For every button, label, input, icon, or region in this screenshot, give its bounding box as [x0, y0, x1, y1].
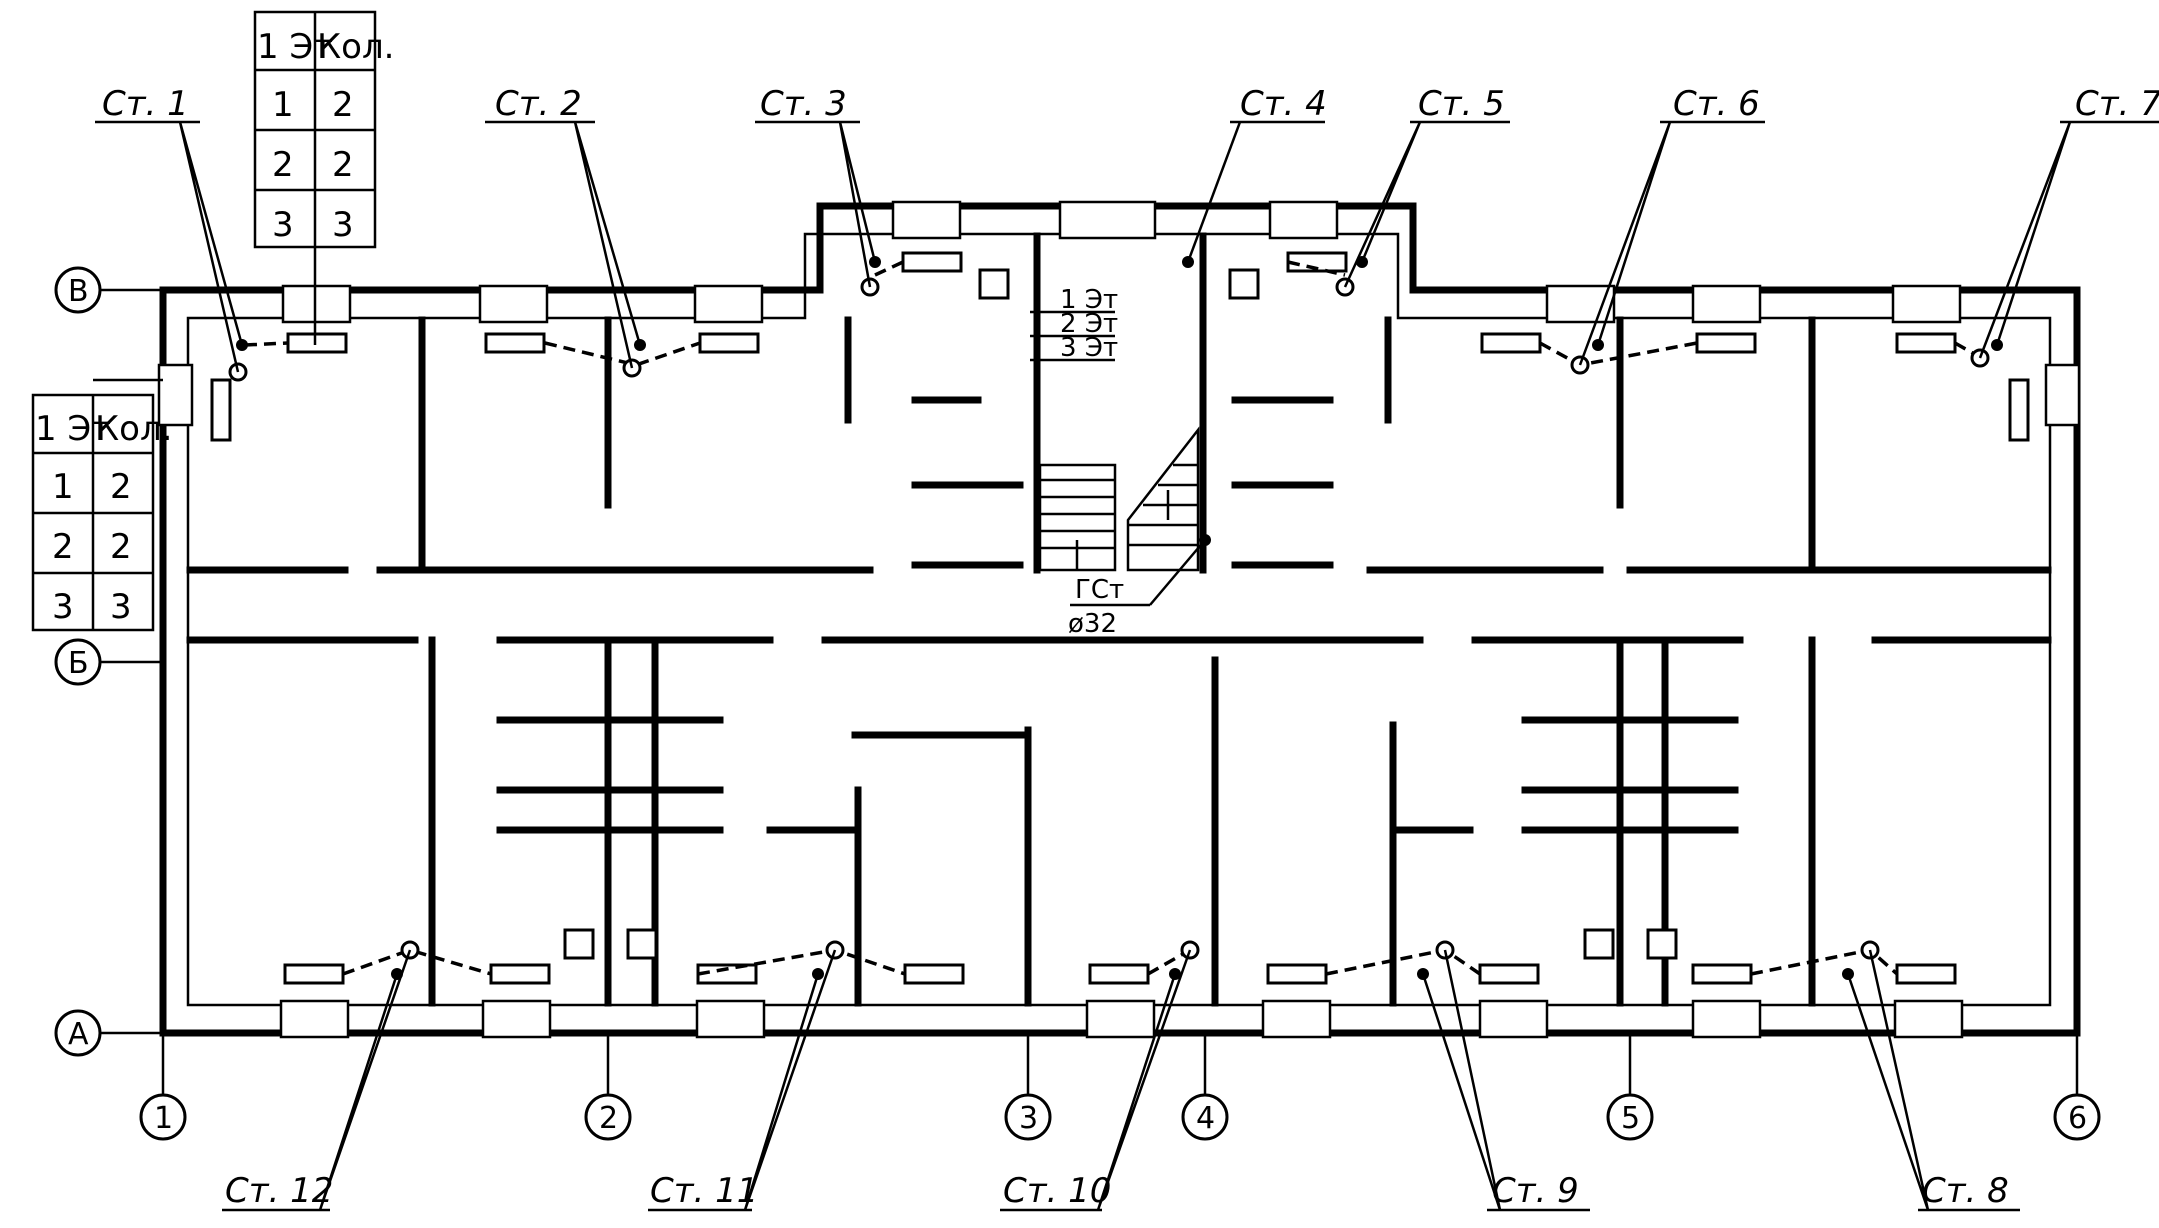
floor-table-left: 1 Эт Кол. 1 2 2 2 3 3	[31, 378, 172, 632]
axis-num-3: 3	[1019, 1101, 1038, 1136]
label-st10: Ст. 10	[1003, 1171, 1111, 1211]
label-st9: Ст. 9	[1492, 1171, 1579, 1211]
label-st2: Ст. 2	[495, 84, 582, 124]
label-st6: Ст. 6	[1673, 84, 1760, 124]
axis-num-6: 6	[2068, 1101, 2087, 1136]
gas-riser-label: ГСт	[1075, 575, 1124, 605]
label-st11: Ст. 11	[650, 1171, 758, 1211]
table-top-r2c1: 2	[272, 145, 294, 185]
grid-axes: В Б А 1 2 3 4 5 6	[54, 266, 2101, 1141]
outer-walls	[159, 202, 2081, 1037]
table-top-h1: 1 Эт	[257, 27, 333, 67]
table-top-r1c2: 2	[332, 85, 354, 125]
table-top-r2c2: 2	[332, 145, 354, 185]
table-top-r3c2: 3	[332, 205, 354, 245]
floor-marks: 1 Эт 2 Эт 3 Эт	[1030, 285, 1118, 363]
axis-num-2: 2	[599, 1101, 618, 1136]
label-st12: Ст. 12	[225, 1171, 333, 1211]
leader-lines	[95, 120, 2159, 1212]
label-st4: Ст. 4	[1240, 84, 1327, 124]
label-st3: Ст. 3	[760, 84, 847, 124]
gas-riser-diameter: ø32	[1068, 609, 1117, 639]
table-left-r2c2: 2	[110, 527, 132, 567]
axis-letter-B: Б	[68, 646, 89, 681]
axis-num-4: 4	[1196, 1101, 1215, 1136]
floor-table-top: 1 Эт Кол. 1 2 2 2 3 3	[253, 10, 394, 345]
table-left-r2c1: 2	[52, 527, 74, 567]
label-st5: Ст. 5	[1418, 84, 1505, 124]
sanitary-fixtures	[210, 251, 2030, 985]
label-st7: Ст. 7	[2075, 84, 2159, 124]
label-st8: Ст. 8	[1922, 1171, 2009, 1211]
interior-walls	[186, 232, 2052, 1007]
table-left-h1: 1 Эт	[35, 409, 111, 449]
table-left-r1c2: 2	[110, 467, 132, 507]
table-top-h2: Кол.	[317, 27, 394, 67]
table-top-r1c1: 1	[272, 85, 294, 125]
label-st1: Ст. 1	[102, 84, 189, 124]
floor-mark-1: 1 Эт	[1060, 285, 1118, 315]
windows	[157, 200, 2081, 1039]
table-top-r3c1: 3	[272, 205, 294, 245]
floor-mark-2: 2 Эт	[1060, 309, 1118, 339]
table-left-r3c1: 3	[52, 587, 74, 627]
axis-letter-A: А	[68, 1017, 89, 1052]
table-left-r3c2: 3	[110, 587, 132, 627]
riser-labels: Ст. 1 Ст. 2 Ст. 3 Ст. 4 Ст. 5 Ст. 6 Ст. …	[102, 84, 2159, 1211]
table-left-h2: Кол.	[95, 409, 172, 449]
axis-num-1: 1	[154, 1101, 173, 1136]
axis-letter-V: В	[68, 274, 89, 309]
floor-mark-3: 3 Эт	[1060, 333, 1118, 363]
stairs	[1038, 426, 1200, 572]
table-left-r1c1: 1	[52, 467, 74, 507]
axis-num-5: 5	[1621, 1101, 1640, 1136]
